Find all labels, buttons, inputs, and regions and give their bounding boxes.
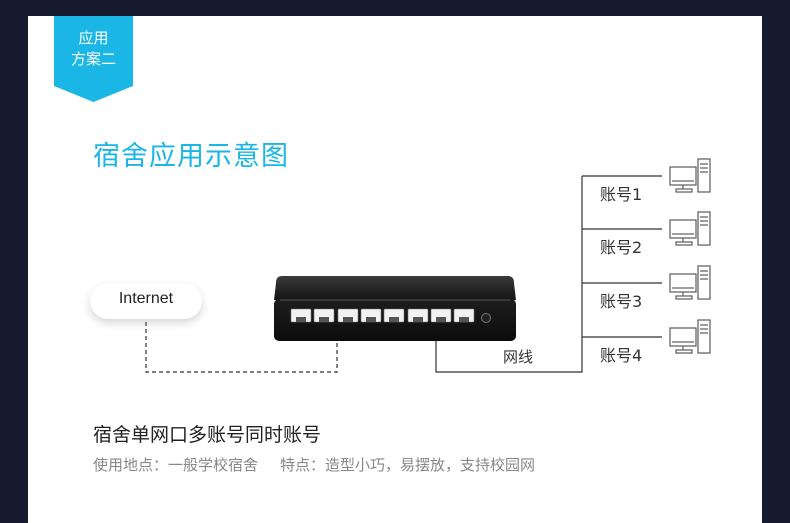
page-title: 宿舍应用示意图: [93, 141, 289, 172]
network-switch: [274, 276, 516, 341]
scheme-ribbon: 应用 方案二: [54, 16, 133, 102]
internet-label: Internet: [118, 290, 174, 307]
cable-label: 网线: [503, 348, 534, 366]
internet-cable: [145, 322, 338, 373]
ribbon-line-2: 方案二: [70, 50, 116, 68]
feature-list: 特点：造型小巧，易摆放，支持校园网: [280, 456, 536, 474]
account-label-2: 账号2: [600, 238, 643, 257]
network-cable: [435, 176, 583, 373]
power-port: [481, 313, 491, 323]
content-card: [28, 16, 762, 523]
account-label-1: 账号1: [600, 185, 643, 204]
scenario-heading: 宿舍单网口多账号同时账号: [93, 424, 322, 446]
ribbon-line-1: 应用: [78, 29, 109, 47]
account-label-4: 账号4: [600, 346, 643, 365]
account-label-3: 账号3: [600, 292, 643, 311]
usage-location: 使用地点：一般学校宿舍: [93, 456, 259, 474]
account-branches: [582, 175, 662, 338]
ribbon-shape: [54, 16, 133, 102]
internet-node: Internet: [90, 283, 202, 319]
scenario-details: 使用地点：一般学校宿舍 特点：造型小巧，易摆放，支持校园网: [93, 454, 535, 475]
